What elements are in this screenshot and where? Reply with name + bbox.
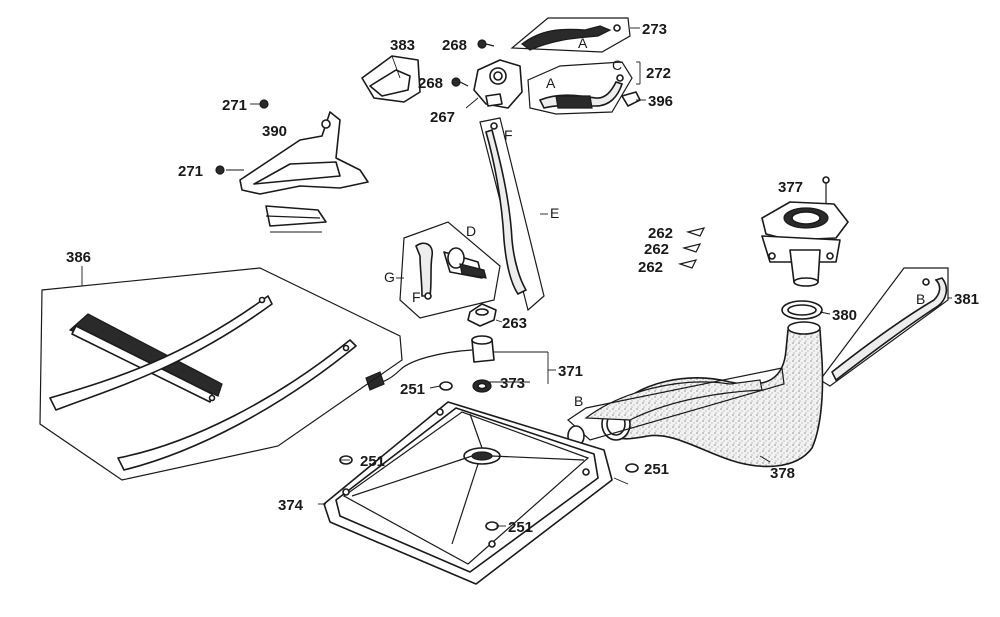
letter-a-lower: A	[546, 75, 556, 91]
bellows-377	[761, 176, 849, 287]
callout-381: 381	[954, 291, 979, 308]
callout-396: 396	[648, 93, 673, 110]
clamp-396	[621, 91, 646, 107]
callout-271-upper: 271	[222, 97, 247, 114]
letter-e: E	[550, 205, 559, 221]
callout-251-b: 251	[360, 453, 385, 470]
letter-g: G	[384, 269, 395, 285]
letter-a-upper: A	[578, 35, 588, 51]
screw-271-lower	[215, 165, 225, 175]
nut-251-c	[625, 463, 639, 473]
callout-267: 267	[430, 109, 455, 126]
callout-262-c: 262	[638, 259, 663, 276]
hose-381-group	[819, 267, 949, 387]
letter-b-right: B	[916, 291, 925, 307]
callout-383: 383	[390, 37, 415, 54]
sensor-371	[365, 335, 495, 391]
callout-377: 377	[778, 179, 803, 196]
letter-f-upper: F	[504, 127, 513, 143]
callout-268-lower: 268	[418, 75, 443, 92]
callout-390: 390	[262, 123, 287, 140]
fitting-263	[467, 303, 497, 327]
bracket-390	[239, 111, 369, 233]
callout-378: 378	[770, 465, 795, 482]
callout-labels: 273 268 383 268 272 396 267 271 390 271 …	[66, 21, 979, 536]
callout-262-b: 262	[644, 241, 669, 258]
leader-lines	[226, 27, 952, 527]
callout-272: 272	[646, 65, 671, 82]
callout-262-a: 262	[648, 225, 673, 242]
hose-g-group	[399, 221, 501, 319]
callout-371: 371	[558, 363, 583, 380]
screw-268-lower	[451, 77, 469, 87]
letter-f-lower: F	[412, 289, 421, 305]
callout-273: 273	[642, 21, 667, 38]
callout-380: 380	[832, 307, 857, 324]
callout-271-lower: 271	[178, 163, 203, 180]
drain-hose-378	[567, 321, 824, 468]
screw-262-group	[677, 227, 706, 269]
callout-251-d: 251	[508, 519, 533, 536]
screw-268-upper	[477, 39, 495, 49]
callout-268-upper: 268	[442, 37, 467, 54]
callout-386: 386	[66, 249, 91, 266]
bracket-383	[361, 55, 421, 103]
clamp-380	[781, 300, 823, 320]
letter-labels: A C A F E D G F B B	[384, 35, 925, 409]
hose-272-group	[527, 61, 641, 115]
letter-b-left: B	[574, 393, 583, 409]
base-pan-374	[323, 401, 613, 585]
hose-e-group	[479, 117, 545, 312]
callout-374: 374	[278, 497, 304, 514]
letter-d: D	[466, 223, 476, 239]
nut-251-a	[439, 381, 453, 391]
callout-263: 263	[502, 315, 527, 332]
valve-267	[465, 59, 523, 109]
callout-373: 373	[500, 375, 525, 392]
letter-c: C	[612, 57, 622, 73]
callout-251-c: 251	[644, 461, 669, 478]
panel-386-group	[39, 266, 403, 481]
callout-251-a: 251	[400, 381, 425, 398]
grommet-373	[472, 379, 492, 393]
screw-271-upper	[259, 99, 269, 109]
hose-273-group	[510, 17, 636, 53]
